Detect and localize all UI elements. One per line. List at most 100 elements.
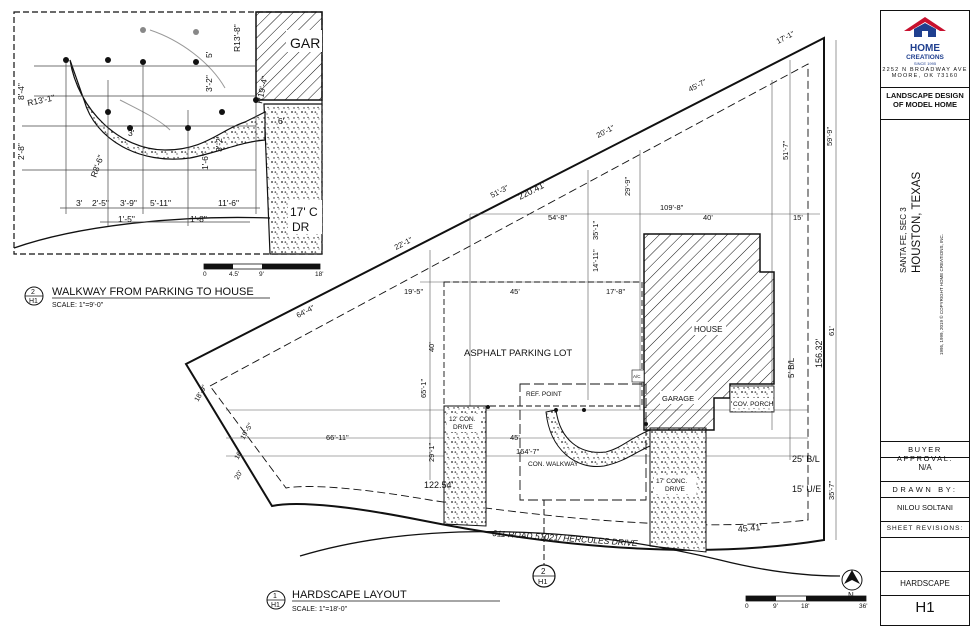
address-line1: 2252 N BROADWAY AVE [882, 67, 968, 73]
dim-17-8: 17'-8" [606, 287, 625, 296]
label-15-ue: 15' U/E [792, 484, 821, 494]
setback-line [209, 63, 809, 526]
location: SANTA FE, SEC 3 HOUSTON, TEXAS 1995, 199… [881, 123, 969, 441]
detail-dim-b3-9: 3'-9" [120, 198, 137, 208]
detail-dim-8-4: 8'-4" [16, 83, 26, 100]
dim-220-41: 220.41' [516, 179, 547, 201]
property-line [184, 36, 825, 551]
main-sheet: H1 [271, 602, 280, 609]
road-curb [299, 530, 841, 577]
drive-12-con [443, 405, 487, 527]
drive-12-label-2: DRIVE [453, 424, 474, 431]
con-walkway-label: CON. WALKWAY [528, 461, 579, 468]
detail-dim-r8-6: R8'-6" [88, 154, 105, 179]
detail-dim-5: 5' [204, 51, 214, 58]
dim-15: 15' [793, 213, 803, 222]
dim-109-8: 109'-8" [660, 203, 684, 212]
logo-line2: CREATIONS [906, 54, 944, 61]
main-scale-3: 36' [859, 603, 867, 610]
detail-scale-3: 18' [315, 271, 323, 278]
detail-arc-2 [119, 99, 171, 131]
detail-sheet: H1 [29, 298, 38, 305]
detail-dim-2-8: 2'-8" [16, 143, 26, 160]
main-number: 1 [273, 593, 277, 600]
detail-garage-label: GAR [290, 35, 320, 51]
dim-20-1: 20'-1" [595, 123, 616, 140]
detail-scale-0: 0 [203, 271, 207, 278]
dim-164-7: 164'-7" [516, 447, 540, 456]
detail-dim-b1-8: 1'-8" [190, 214, 207, 224]
detail-scale-1: 4.5' [229, 271, 239, 278]
detail-dim-r13-1: R13'-1" [26, 92, 55, 108]
cov-porch-label: COV. PORCH [733, 401, 774, 408]
dim-45-41: 45.41' [737, 522, 762, 534]
dim-29-1: 29'-1" [427, 443, 436, 462]
dim-18-9: 18'-9" [194, 384, 209, 403]
detail-scale-2: 9' [259, 271, 264, 278]
dim-45: 45' [510, 287, 520, 296]
detail-dim-b3: 3' [76, 198, 83, 208]
dim-51-7: 51'-7" [781, 141, 790, 160]
main-scale-0: 0 [745, 603, 749, 610]
ref-points [486, 405, 648, 426]
ref-point-box [519, 383, 647, 501]
plan-dim-lines [226, 40, 837, 540]
buyer-approval-value: N/A [918, 463, 932, 472]
dim-59-9: 59'-9" [825, 127, 834, 146]
title-block: HOME CREATIONS SINCE 1995 2252 N BROADWA… [880, 10, 970, 626]
main-scale-text: SCALE: 1"=18'-0" [292, 606, 348, 613]
detail-dim-lines [22, 60, 260, 226]
address-line2: MOORE, OK 73160 [891, 73, 959, 79]
detail-dim-r13-8: R13'-8" [232, 24, 242, 52]
detail-dim-3: 3' [128, 128, 135, 138]
con-walkway [545, 409, 651, 467]
dim-14-11: 14'-11" [591, 249, 600, 272]
dim-17-1: 17'-1" [775, 29, 796, 46]
detail-number: 2 [31, 289, 35, 296]
north-arrow: N [841, 569, 863, 600]
buyer-approval-label: BUYER APPROVAL: [896, 445, 954, 463]
ref-point-label: REF. POINT [526, 391, 562, 398]
detail-drive-label-1: 17' C [290, 205, 318, 219]
dim-65-1: 65'-1" [419, 379, 428, 398]
drawn-by-value: NILOU SOLTANI [897, 503, 953, 512]
label-5-bl: 5' B/L [787, 357, 796, 378]
detail-dim-3-2b: 3'-2" [214, 135, 224, 152]
dim-156-32: 156.32' [814, 338, 824, 368]
dim-51-3: 51'-3" [489, 183, 510, 200]
logo-line3: SINCE 1995 [913, 61, 937, 66]
house-label: HOUSE [694, 325, 722, 334]
project-line1: LANDSCAPE DESIGN [886, 91, 964, 100]
sheet-number: H1 [915, 599, 935, 616]
main-scale-bar: 0 9' 18' 36' [745, 595, 867, 610]
project-name: LANDSCAPE DESIGN OF MODEL HOME [881, 91, 969, 109]
dim-122-54: 122.54' [424, 480, 454, 490]
dim-19-5: 19'-5" [404, 287, 423, 296]
road-label: 611 ROAD 51021/ HERCULES DRIVE [492, 528, 638, 548]
parking-label: ASPHALT PARKING LOT [464, 348, 572, 359]
detail-drive-label-2: DR [292, 220, 310, 234]
main-title-block: 1 H1 HARDSCAPE LAYOUT SCALE: 1"=18'-0" [266, 589, 500, 613]
dim-54-8: 54'-8" [548, 213, 567, 222]
drawn-by-label: DRAWN BY: [892, 485, 958, 494]
detail-dim-b1-5: 1'-5" [118, 214, 135, 224]
revisions-label: SHEET REVISIONS: [886, 525, 964, 532]
detail-dim-6: 6' [278, 116, 285, 126]
dim-20: 20' [234, 470, 245, 481]
main-scale-1: 9' [773, 603, 778, 610]
detail-drive-label-bg [288, 200, 322, 234]
drive-17-label-2: DRIVE [665, 486, 686, 493]
copyright: 1995, 1999, 2019 © COPYRIGHT HOME CREATI… [939, 234, 944, 355]
house-logo-icon [904, 17, 946, 37]
dim-35-1: 35'-1" [591, 221, 600, 240]
dim-61: 61' [827, 326, 836, 336]
dim-40: 40' [703, 213, 713, 222]
asphalt-parking-lot [443, 281, 643, 407]
detail-dim-b11-6: 11'-6" [218, 198, 239, 208]
detail-walkway-path [69, 59, 266, 160]
callout-sheet: H1 [538, 577, 548, 586]
dim-35-7: 35'-7" [827, 481, 836, 500]
logo: HOME CREATIONS SINCE 1995 [881, 15, 969, 66]
dim-29-9: 29'-9" [623, 177, 632, 196]
